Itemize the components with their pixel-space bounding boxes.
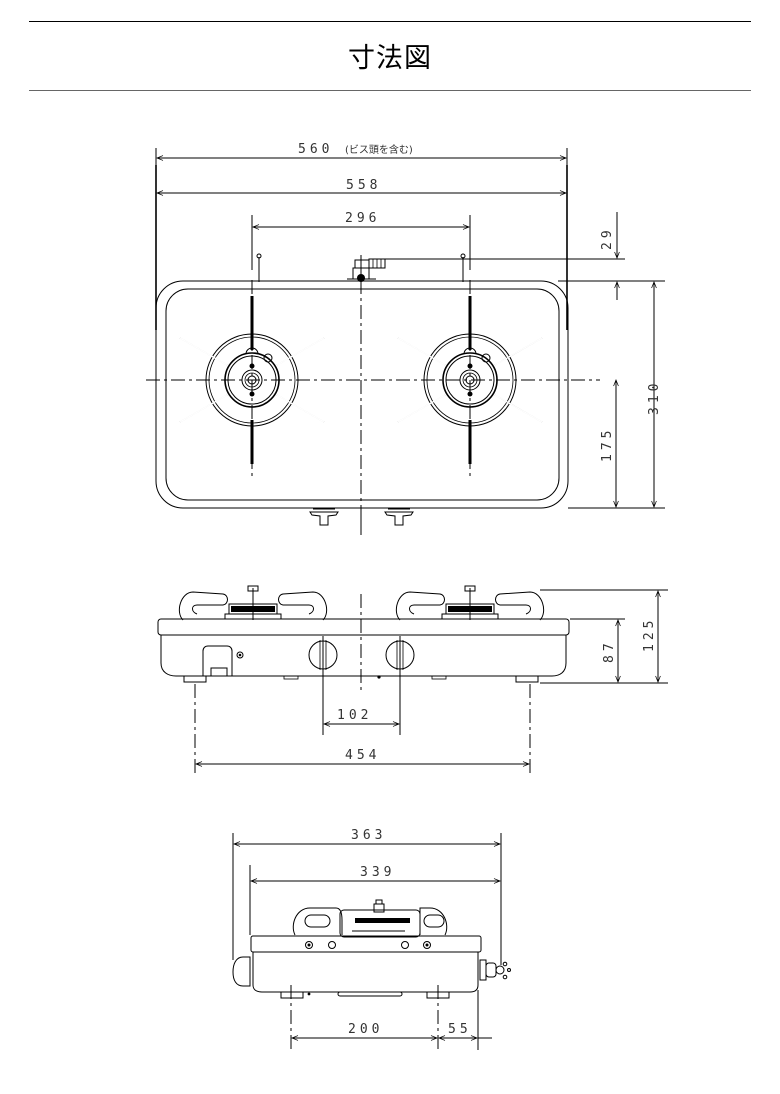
dim-339: 339 <box>360 865 395 880</box>
dim-102: 102 <box>337 708 372 723</box>
top-view: 560 (ビス頭を含む) 558 296 29 310 175 <box>146 142 665 535</box>
header-top-rule <box>29 21 751 22</box>
right-burner-front <box>395 585 545 621</box>
dim-87: 87 <box>602 639 617 663</box>
right-burner-top <box>396 278 544 482</box>
dim-363: 363 <box>351 828 386 843</box>
gas-inlet-fitting <box>347 258 386 282</box>
dim-454: 454 <box>345 748 380 763</box>
left-burner-front <box>178 585 328 621</box>
side-gas-fitting <box>479 959 511 981</box>
dim-29: 29 <box>600 226 615 250</box>
dim-310: 310 <box>647 380 662 415</box>
page-title: 寸法図 <box>348 43 432 74</box>
dim-125: 125 <box>642 617 657 652</box>
front-view: 125 87 102 454 <box>157 585 668 775</box>
side-view: 363 339 <box>232 828 511 1050</box>
dim-55: 55 <box>448 1022 472 1037</box>
dim-175: 175 <box>600 427 615 462</box>
header-bottom-rule <box>29 90 751 91</box>
dim-560: 560 <box>298 142 333 157</box>
dim-560-note: (ビス頭を含む) <box>345 143 413 156</box>
dim-558: 558 <box>346 178 381 193</box>
dim-200: 200 <box>348 1022 383 1037</box>
dim-296: 296 <box>345 211 380 226</box>
top-view-feet <box>309 508 414 526</box>
